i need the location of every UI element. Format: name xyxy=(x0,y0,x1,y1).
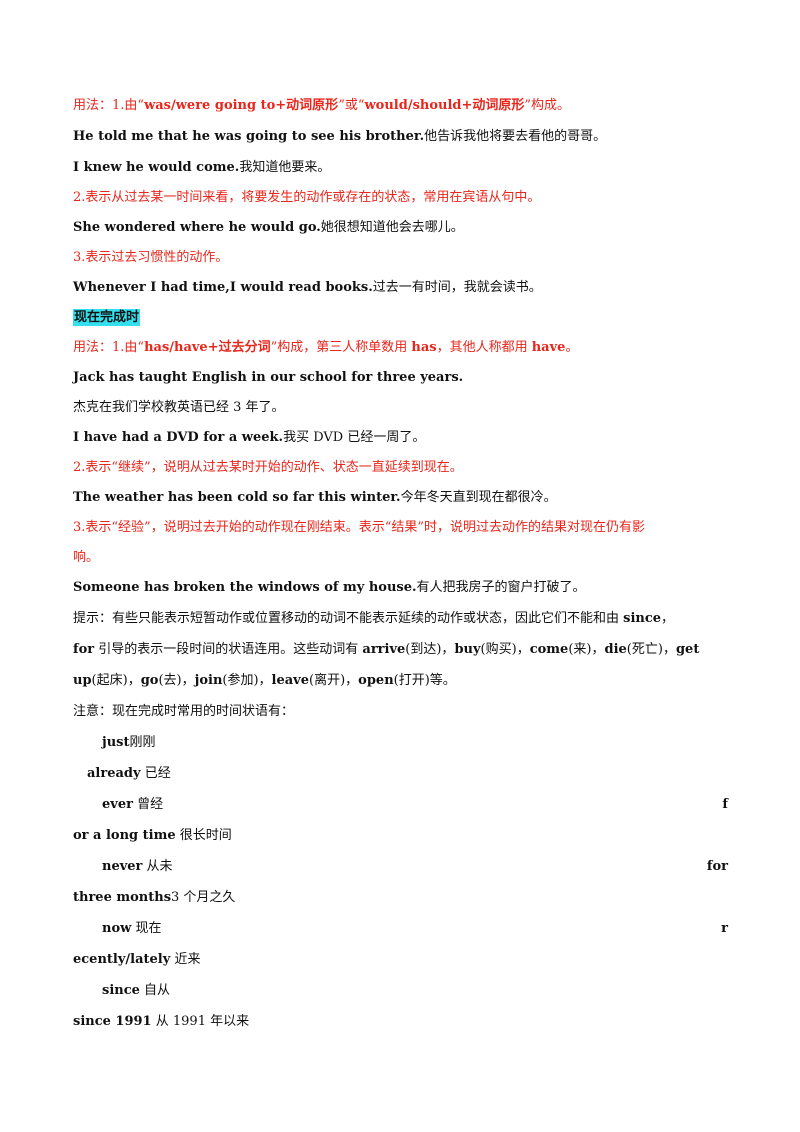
example-sentence: The weather has been cold so far this wi… xyxy=(73,490,557,505)
example-sentence: Whenever I had time,I would read books.过… xyxy=(73,280,542,295)
adverb-item-cont: or a long time 很长时间 xyxy=(73,828,232,843)
section-heading: 现在完成时 xyxy=(73,309,141,326)
note-line: 注意：现在完成时常用的时间状语有： xyxy=(73,704,295,719)
example-sentence: Jack has taught English in our school fo… xyxy=(73,370,464,385)
adverb-item: ever 曾经 f xyxy=(102,797,728,812)
usage-line-2: 2.表示“继续”，说明从过去某时开始的动作、状态一直延续到现在。 xyxy=(73,460,463,475)
adverb-item: never 从未 for xyxy=(102,859,728,874)
adverb-item-cont: three months3 个月之久 xyxy=(73,890,236,905)
adverb-item: now 现在 r xyxy=(102,921,728,936)
example-sentence: I have had a DVD for a week.我买 DVD 已经一周了… xyxy=(73,430,426,445)
example-sentence: She wondered where he would go.她很想知道他会去哪… xyxy=(73,220,464,235)
usage-line-3-cont: 响。 xyxy=(73,550,100,565)
adverb-item: already 已经 xyxy=(87,766,171,781)
example-sentence: Someone has broken the windows of my hou… xyxy=(73,580,586,595)
adverb-item: just刚刚 xyxy=(102,735,156,750)
tip-line: up(起床)，go(去)，join(参加)，leave(离开)，open(打开)… xyxy=(73,673,456,688)
tip-line: 提示：有些只能表示短暂动作或位置移动的动词不能表示延续的动作或状态，因此它们不能… xyxy=(73,611,675,626)
adverb-item-cont: ecently/lately 近来 xyxy=(73,952,201,967)
tip-line: for 引导的表示一段时间的状语连用。这些动词有 arrive(到达)，buy(… xyxy=(73,642,700,657)
usage-line-1: 用法：1.由“has/have+过去分词”构成，第三人称单数用 has，其他人称… xyxy=(73,340,579,355)
usage-line-1: 用法：1.由“was/were going to+动词原形”或“would/sh… xyxy=(73,98,571,113)
usage-line-3: 3.表示“经验”，说明过去开始的动作现在刚结束。表示“结果”时，说明过去动作的结… xyxy=(73,520,645,535)
adverb-item: since 1991 从 1991 年以来 xyxy=(73,1014,250,1029)
usage-line-2: 2.表示从过去某一时间来看，将要发生的动作或存在的状态，常用在宾语从句中。 xyxy=(73,190,541,205)
usage-line-3: 3.表示过去习惯性的动作。 xyxy=(73,250,229,265)
translation: 杰克在我们学校教英语已经 3 年了。 xyxy=(73,400,285,415)
adverb-item: since 自从 xyxy=(102,983,171,998)
example-sentence: He told me that he was going to see his … xyxy=(73,129,607,144)
example-sentence: I knew he would come.我知道他要来。 xyxy=(73,160,331,175)
